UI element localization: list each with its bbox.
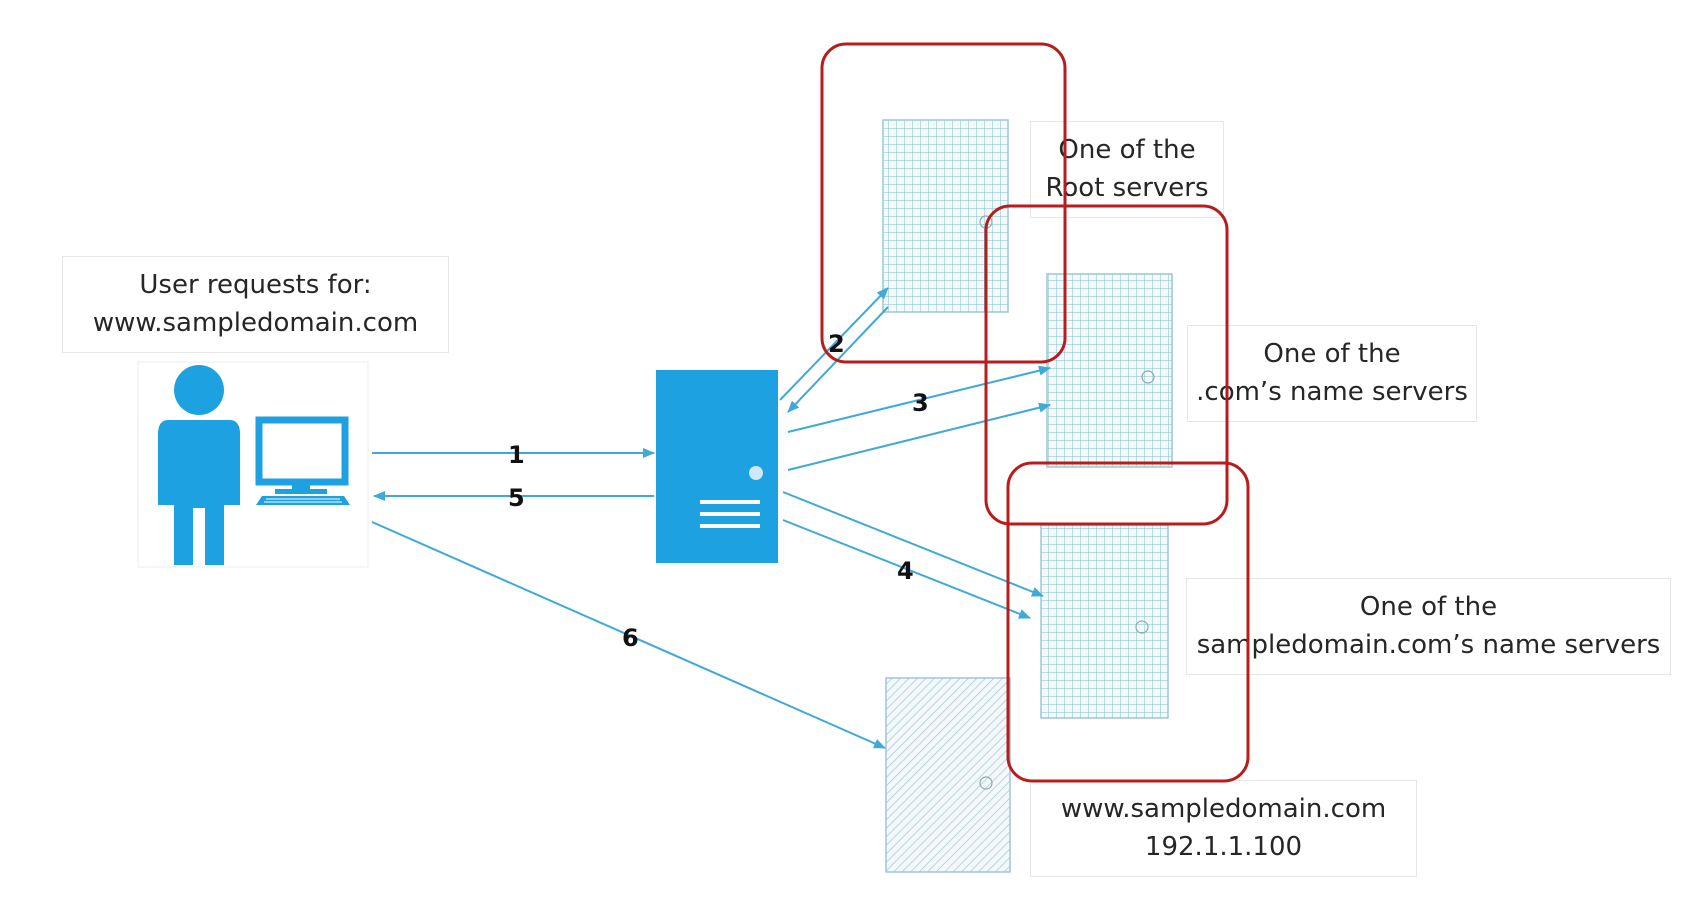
root-server-icon: [882, 119, 1009, 313]
arrow-step-4-response: [782, 519, 1031, 619]
com-server-label-line2: .com’s name servers: [1196, 377, 1468, 407]
root-server-label-line1: One of the: [1058, 135, 1196, 165]
arrow-step-6: [371, 521, 886, 749]
web-server-label: www.sampledomain.com 192.1.1.100: [1030, 780, 1417, 877]
user-request-label-line2: www.sampledomain.com: [92, 308, 419, 338]
user-request-label-line1: User requests for:: [139, 270, 372, 300]
desktop-computer-icon: [255, 416, 350, 505]
web-server-icon: [885, 677, 1011, 873]
sampledomain-server-label-line2: sampledomain.com’s name servers: [1196, 630, 1661, 660]
arrow-step-4-request: [782, 491, 1044, 597]
step-2-label: 2: [828, 330, 845, 358]
sampledomain-server-icon: [1040, 524, 1169, 719]
com-server-icon: [1046, 273, 1173, 468]
sampledomain-server-label-line1: One of the: [1359, 592, 1498, 622]
root-server-label: One of the Root servers: [1030, 121, 1224, 218]
web-server-label-line2: 192.1.1.100: [1144, 832, 1303, 862]
com-server-label: One of the .com’s name servers: [1187, 325, 1477, 422]
root-server-label-line2: Root servers: [1045, 173, 1209, 203]
step-5-label: 5: [508, 484, 525, 512]
step-4-label: 4: [897, 557, 914, 585]
arrow-step-2-response: [787, 306, 889, 413]
web-server-label-line1: www.sampledomain.com: [1060, 794, 1387, 824]
step-1-label: 1: [508, 441, 525, 469]
com-server-label-line1: One of the: [1263, 339, 1401, 369]
dns-resolver-server-icon: [656, 370, 778, 563]
sampledomain-server-label: One of the sampledomain.com’s name serve…: [1186, 578, 1671, 675]
step-3-label: 3: [912, 389, 929, 417]
user-request-label: User requests for: www.sampledomain.com: [62, 256, 449, 353]
person-icon: [158, 365, 240, 565]
step-6-label: 6: [622, 624, 639, 652]
